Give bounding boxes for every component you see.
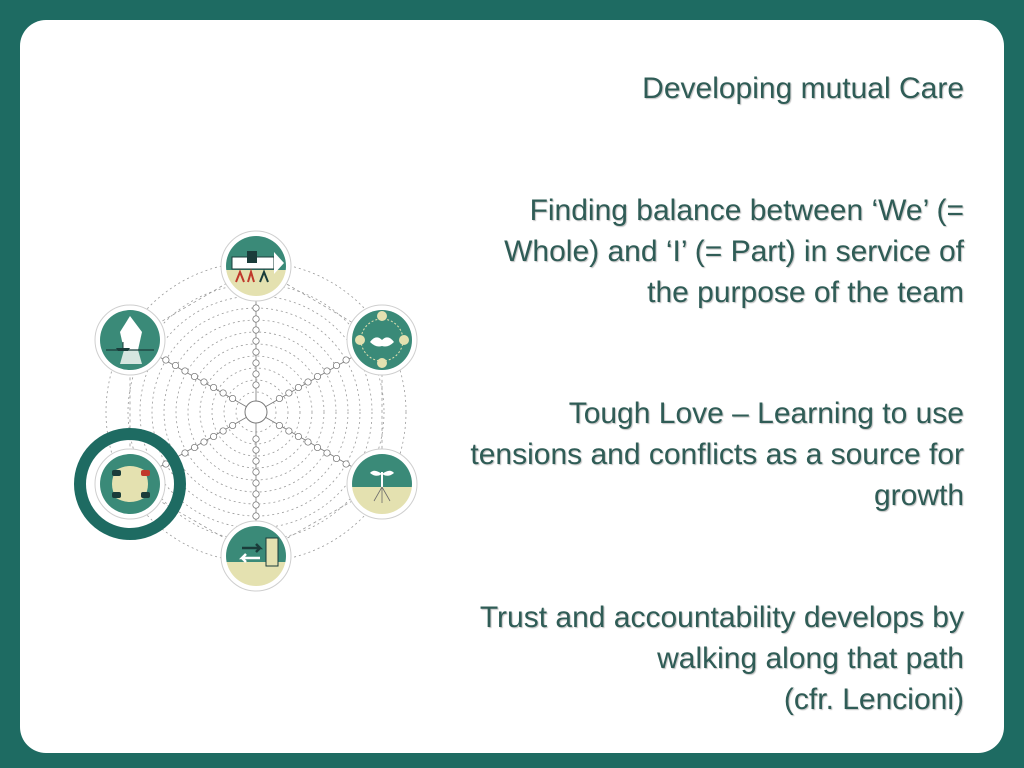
step-marker — [313, 443, 322, 452]
step-marker — [275, 421, 283, 430]
step-marker — [252, 304, 260, 312]
step-marker — [275, 394, 283, 403]
step-marker — [210, 432, 218, 441]
step-marker — [252, 315, 260, 323]
step-marker — [252, 490, 260, 498]
step-marker — [294, 383, 302, 392]
growing-plant-icon[interactable] — [346, 448, 418, 522]
step-marker — [252, 337, 260, 345]
step-marker — [229, 394, 237, 403]
step-marker — [332, 454, 341, 463]
step-marker — [285, 427, 293, 435]
step-marker — [304, 378, 312, 386]
step-marker — [252, 468, 260, 476]
iceberg-icon[interactable] — [94, 304, 166, 376]
text-line: walking along that path — [657, 642, 964, 675]
step-marker — [252, 435, 260, 443]
step-marker — [252, 479, 260, 487]
step-marker — [285, 389, 293, 397]
center-circle — [244, 400, 268, 424]
text-tough-love: Tough Love – Learning to use tensions an… — [444, 393, 964, 516]
step-marker — [294, 432, 302, 441]
step-marker — [162, 460, 170, 468]
step-marker — [181, 367, 189, 375]
text-line: the purpose of the team — [647, 276, 964, 309]
step-marker — [171, 361, 180, 370]
handshake-values-icon[interactable] — [346, 304, 418, 376]
text-line: tensions and conflicts as a source for — [470, 438, 964, 471]
step-marker — [252, 381, 260, 389]
step-marker — [200, 378, 208, 386]
text-line: Trust and accountability develops by — [479, 601, 964, 634]
step-marker — [342, 460, 350, 468]
slide-card: Developing mutual Care Finding balance b… — [20, 20, 1004, 753]
step-marker — [200, 438, 208, 446]
text-line: Developing mutual Care — [642, 72, 964, 105]
text-line: Whole) and ‘I’ (= Part) in service of — [504, 235, 964, 268]
exit-door-icon[interactable] — [220, 520, 292, 592]
text-line: Tough Love – Learning to use — [568, 397, 964, 430]
step-marker — [252, 512, 260, 520]
team-hands-icon[interactable] — [74, 428, 186, 540]
step-marker — [252, 359, 260, 367]
step-marker — [252, 446, 260, 454]
step-marker — [313, 372, 322, 381]
step-marker — [190, 372, 199, 381]
step-marker — [323, 449, 331, 457]
heading-developing-care: Developing mutual Care — [464, 68, 964, 109]
text-trust-accountability: Trust and accountability develops by wal… — [444, 597, 964, 720]
step-marker — [229, 421, 237, 430]
flag-goal-icon[interactable] — [220, 230, 292, 302]
step-marker — [252, 348, 260, 356]
step-marker — [323, 367, 331, 375]
step-marker — [332, 361, 341, 370]
step-marker — [219, 389, 227, 397]
text-line: (cfr. Lencioni) — [783, 683, 964, 716]
step-marker — [190, 443, 199, 452]
text-line: growth — [873, 479, 964, 512]
team-wheel-diagram — [74, 230, 418, 592]
step-marker — [252, 501, 260, 509]
text-line: Finding balance between ‘We’ (= — [529, 194, 964, 227]
text-balance-we-i: Finding balance between ‘We’ (= Whole) a… — [464, 190, 964, 313]
step-marker — [219, 427, 227, 435]
step-marker — [342, 356, 350, 364]
step-marker — [252, 326, 260, 334]
step-marker — [162, 356, 170, 364]
step-marker — [181, 449, 189, 457]
step-marker — [252, 457, 260, 465]
step-marker — [252, 370, 260, 378]
step-marker — [210, 383, 218, 392]
step-marker — [304, 438, 312, 446]
